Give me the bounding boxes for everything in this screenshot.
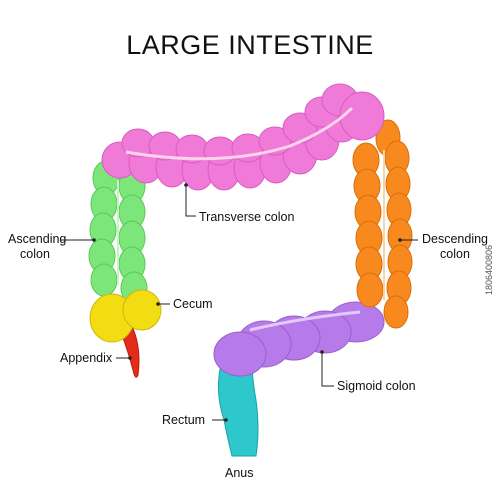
transverse-leader — [185, 185, 196, 217]
anus-label: Anus — [225, 466, 254, 480]
cecum-label: Cecum — [173, 297, 213, 311]
sigmoid-leader — [321, 352, 334, 387]
transverse-colon-label: Transverse colon — [199, 210, 295, 224]
descending-colon-label-line1: Descending — [421, 232, 488, 246]
diagram-title: LARGE INTESTINE — [126, 30, 374, 60]
appendix-label: Appendix — [60, 351, 113, 365]
rectum-label: Rectum — [162, 413, 206, 427]
descending-colon-label-line2: colon — [440, 247, 470, 261]
sigmoid-colon-shape — [213, 301, 385, 377]
ascending-colon-label: Ascending colon — [8, 232, 67, 262]
ascending-colon-label-line2: colon — [20, 247, 50, 261]
leader-lines — [60, 185, 418, 421]
leader-dots — [92, 183, 402, 422]
descending-colon-label: Descending colon — [418, 232, 492, 262]
cecum-shape — [89, 289, 162, 343]
ascending-colon-shape — [88, 160, 148, 305]
descending-colon-shape — [352, 119, 413, 329]
sigmoid-colon-label: Sigmoid colon — [337, 379, 416, 393]
side-code: 1806400806 — [484, 244, 494, 296]
transverse-colon-shape — [101, 83, 385, 191]
ascending-colon-label-line1: Ascending — [8, 232, 67, 246]
rectum-shape — [218, 359, 259, 457]
